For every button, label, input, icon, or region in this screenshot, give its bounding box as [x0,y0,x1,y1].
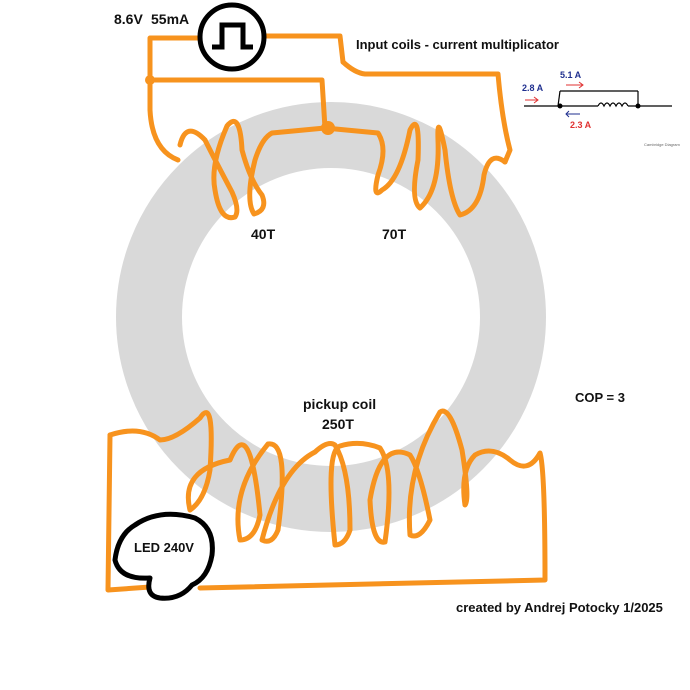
inset-diagram [524,81,672,118]
cop-label: COP = 3 [575,390,625,405]
credit-label: created by Andrej Potocky 1/2025 [456,600,663,615]
coil-left-turns: 40T [251,226,276,242]
inset-in-current: 2.8 A [522,83,544,93]
pickup-coil-label: pickup coil [303,396,377,412]
pickup-wiring [105,408,548,593]
led-label: LED 240V [134,540,194,555]
inset-return-current: 2.3 A [570,120,592,130]
input-wiring [147,33,513,221]
junction-dot-center [321,121,335,135]
diagram-title: Input coils - current multiplicator [356,37,559,52]
coil-right-turns: 70T [382,226,407,242]
led-load [112,511,215,601]
source-current: 55mA [151,11,190,27]
source-voltage: 8.6V [114,11,143,27]
inset-top-current: 5.1 A [560,70,582,80]
inset-footer: Cambridge Diagram [644,142,680,147]
junction-dot-left [145,75,155,85]
signal-source [197,2,267,72]
pickup-coil-turns: 250T [322,416,354,432]
